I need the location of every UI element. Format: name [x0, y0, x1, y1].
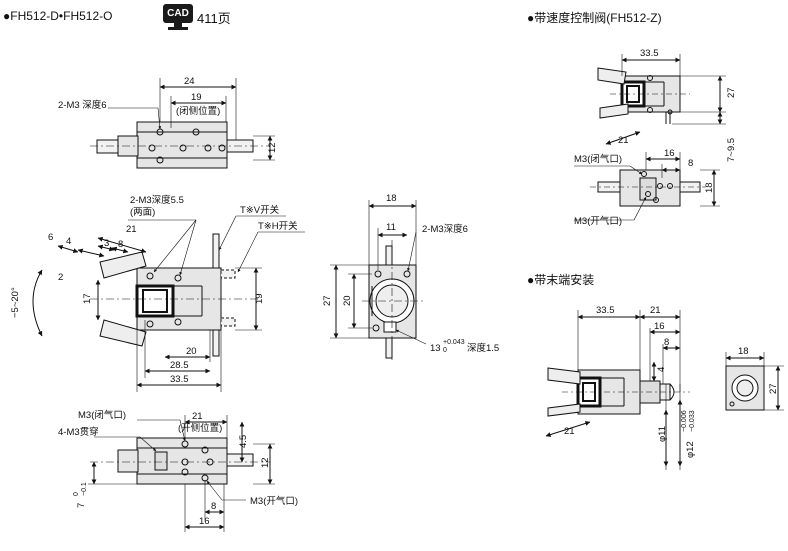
front-dim-27: 27 [322, 295, 333, 306]
side-dim-28-5: 28.5 [170, 360, 189, 371]
model-title: ●FH512-D•FH512-O [3, 9, 113, 23]
side-dim-2: 2 [58, 272, 63, 283]
top-dim-19: 19 [191, 92, 202, 103]
end-dim-21: 21 [650, 305, 661, 316]
side-dim-6: 6 [48, 232, 53, 243]
bottom-dim-8: 8 [211, 501, 216, 512]
front-bore-depth: 深度1.5 [467, 342, 499, 354]
end-tol-top: −0.006 [681, 410, 688, 432]
bottom-m3-closed: M3(闭气口) [78, 409, 126, 421]
end-dim-phi11: φ11 [657, 426, 668, 442]
bottom-tol-bottom: −0.1 [81, 482, 88, 496]
side-view [32, 215, 305, 392]
bottom-tol-top: 0 [73, 492, 80, 496]
front-dim-11: 11 [386, 222, 396, 233]
bottom-thru-label: 4-M3贯穿 [58, 426, 99, 438]
bottom-dim-12: 12 [260, 457, 271, 468]
front-bore-size: 13 [430, 343, 441, 354]
side-th-switch: T※H开关 [258, 220, 298, 232]
end-mount-title: ●带末端安装 [527, 273, 595, 287]
side-dim-3: 3 [104, 238, 109, 249]
speed-valve-view [574, 54, 726, 221]
side-dim-33-5: 33.5 [170, 374, 189, 385]
end-dim-27: 27 [768, 383, 779, 394]
side-angle: −5~20° [10, 287, 21, 318]
side-dim-20: 20 [186, 346, 197, 357]
valve-dim-21: 21 [618, 135, 629, 146]
speed-valve-title: ●带速度控制阀(FH512-Z) [527, 11, 662, 25]
side-dim-8: 8 [118, 239, 123, 250]
end-mount-view [545, 310, 784, 470]
side-tap-label: 2-M3深度5.5 [130, 194, 184, 206]
valve-m3-open: M3(开气口) [574, 215, 622, 227]
cad-icon-label: CAD [163, 4, 193, 23]
top-dim-12: 12 [267, 142, 278, 153]
cad-page-link[interactable]: 411页 [197, 11, 231, 26]
bottom-open-position: (开侧位置) [178, 422, 222, 434]
end-dim-4: 4 [656, 367, 667, 372]
valve-dim-33-5: 33.5 [640, 48, 659, 59]
end-dim-16: 16 [654, 321, 665, 332]
front-dim-18: 18 [386, 193, 397, 204]
side-dim-17: 17 [82, 293, 93, 304]
end-dim-phi12: φ12 [685, 441, 696, 458]
side-both-sides: (两面) [130, 207, 155, 218]
valve-dim-18: 18 [704, 182, 715, 193]
front-dim-20: 20 [342, 295, 353, 306]
top-closed-position: (闭侧位置) [176, 105, 220, 117]
bottom-dim-4-5: 4.5 [238, 435, 249, 448]
top-tap-label: 2-M3 深度6 [58, 99, 107, 111]
bottom-m3-open: M3(开气口) [250, 495, 298, 507]
valve-dim-7-9-5: 7~9.5 [726, 138, 737, 162]
end-dim-8: 8 [664, 337, 669, 348]
side-dim-21: 21 [126, 224, 137, 235]
end-dim-21-angled: 21 [564, 426, 575, 437]
valve-dim-27: 27 [726, 87, 737, 98]
bottom-dim-21: 21 [192, 411, 203, 422]
front-view [330, 200, 427, 362]
end-dim-33-5: 33.5 [596, 305, 615, 316]
side-tv-switch: T※V开关 [240, 204, 280, 216]
valve-m3-closed: M3(闭气口) [574, 153, 622, 165]
bottom-view [88, 415, 275, 532]
top-view [90, 78, 275, 169]
end-dim-18: 18 [738, 346, 749, 357]
valve-dim-16: 16 [664, 148, 675, 159]
front-bore-tol-bottom: 0 [443, 347, 447, 354]
valve-dim-8: 8 [688, 158, 693, 169]
front-tap-label: 2-M3深度6 [422, 223, 468, 235]
front-bore-tol-top: +0.043 [443, 339, 465, 346]
bottom-dim-16: 16 [199, 516, 210, 527]
top-dim-24: 24 [184, 76, 195, 87]
cad-icon[interactable]: CAD [163, 4, 193, 30]
bottom-dim-7: 7 [76, 503, 87, 508]
end-tol-bottom: −0.033 [689, 410, 696, 432]
side-dim-4: 4 [66, 236, 71, 247]
side-dim-19: 19 [254, 293, 265, 304]
